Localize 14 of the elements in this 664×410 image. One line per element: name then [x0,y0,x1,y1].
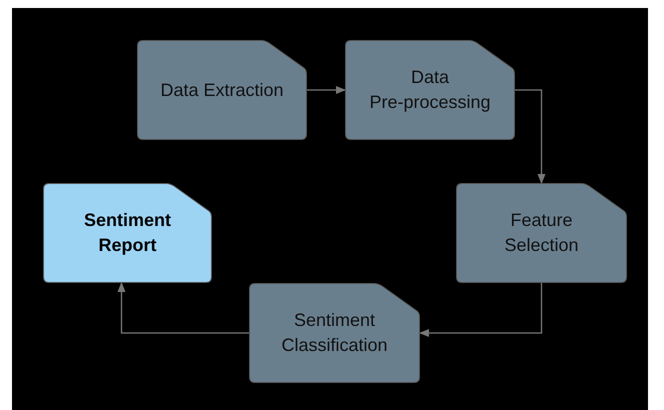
box-label: Data Extraction [160,78,284,102]
document-box [249,283,420,383]
document-box [43,183,212,283]
arrow [419,283,542,337]
arrow [515,89,546,184]
box-label: Data Pre-processing [368,66,492,114]
arrow [118,282,249,334]
document-box [137,40,307,140]
document-box [456,183,627,283]
box-label: Sentiment Classification [280,309,389,357]
document-box [345,40,515,140]
box-label: Sentiment Report [82,209,172,257]
box-label: Feature Selection [503,209,580,257]
arrow [307,86,346,94]
